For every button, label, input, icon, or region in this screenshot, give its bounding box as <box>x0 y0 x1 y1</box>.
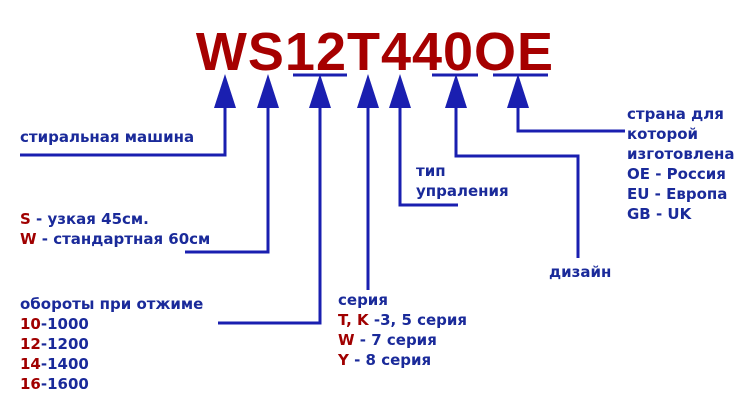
label-series-key: W <box>338 331 355 349</box>
label-series-line: Y - 8 серия <box>338 350 467 370</box>
label-spin-key: 10 <box>20 315 41 333</box>
label-machine-type-text: стиральная машина <box>20 128 195 146</box>
label-series: серия T, K -3, 5 серия W - 7 серия Y - 8… <box>338 290 467 370</box>
label-width-key: W <box>20 230 37 248</box>
arrow-spin <box>309 74 331 108</box>
label-width-line: W - стандартная 60см <box>20 229 210 249</box>
label-spin-key: 14 <box>20 355 41 373</box>
arrow-control <box>389 74 411 108</box>
connector-design <box>454 100 580 258</box>
label-spin-key: 12 <box>20 335 41 353</box>
label-country-line: EU - Европа <box>627 185 728 203</box>
connector-spin <box>218 100 322 325</box>
label-spin-line: 14-1400 <box>20 354 203 374</box>
label-width-text: - стандартная 60см <box>36 230 211 248</box>
label-series-text: - 8 серия <box>348 351 432 369</box>
label-width-text: - узкая 45см. <box>30 210 149 228</box>
label-control: тип упраления <box>416 161 509 201</box>
label-design-text: дизайн <box>549 263 612 281</box>
connector-control <box>398 100 458 207</box>
arrow-width <box>257 74 279 108</box>
label-width-key: S <box>20 210 31 228</box>
label-country-line: OE - Россия <box>627 165 726 183</box>
label-width-line: S - узкая 45см. <box>20 209 210 229</box>
label-series-key: T, K <box>338 311 369 329</box>
label-series-title: серия <box>338 291 388 309</box>
arrow-type <box>214 74 236 108</box>
label-series-line: T, K -3, 5 серия <box>338 310 467 330</box>
label-control-line: упраления <box>416 182 509 200</box>
label-spin-title: обороты при отжиме <box>20 295 204 313</box>
label-series-text: -3, 5 серия <box>368 311 468 329</box>
label-country: страна для которой изготовлена OE - Росс… <box>627 104 735 224</box>
label-country-line: GB - UK <box>627 205 692 223</box>
label-spin-text: -1400 <box>40 355 89 373</box>
label-spin-text: -1200 <box>40 335 89 353</box>
label-country-line: изготовлена <box>627 145 735 163</box>
model-code: WS12T440OE <box>195 22 555 82</box>
label-spin-text: -1000 <box>40 315 89 333</box>
label-spin-key: 16 <box>20 375 41 393</box>
label-series-line: W - 7 серия <box>338 330 467 350</box>
label-control-line: тип <box>416 162 446 180</box>
label-series-text: - 7 серия <box>354 331 437 349</box>
label-design: дизайн <box>549 262 611 282</box>
arrow-country <box>507 74 529 108</box>
label-spin: обороты при отжиме 10-1000 12-1200 14-14… <box>20 294 203 394</box>
connector-width <box>185 100 270 254</box>
connector-type <box>20 100 227 157</box>
connector-country <box>516 100 625 133</box>
label-spin-line: 10-1000 <box>20 314 203 334</box>
label-country-line: страна для <box>627 105 724 123</box>
arrow-design <box>445 74 467 108</box>
label-spin-line: 12-1200 <box>20 334 203 354</box>
label-spin-line: 16-1600 <box>20 374 203 394</box>
label-country-line: которой <box>627 125 699 143</box>
label-width: S - узкая 45см. W - стандартная 60см <box>20 209 210 249</box>
label-series-key: Y <box>338 351 349 369</box>
arrow-series <box>357 74 379 108</box>
label-machine-type: стиральная машина <box>20 127 194 147</box>
label-spin-text: -1600 <box>40 375 89 393</box>
